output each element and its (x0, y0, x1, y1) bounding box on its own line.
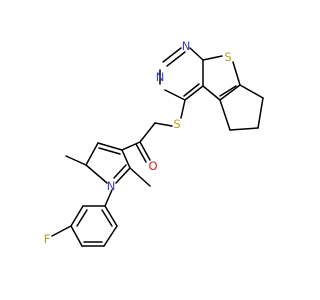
bond (202, 55, 223, 61)
bond (232, 61, 241, 86)
bond (184, 85, 204, 101)
bond (164, 89, 186, 101)
bond (101, 209, 113, 227)
bond (202, 85, 221, 101)
bond (76, 209, 88, 227)
atom-labels: N N S S O N F (44, 39, 232, 246)
bond (121, 149, 131, 169)
bond (51, 225, 72, 237)
bond (70, 225, 83, 247)
bond (154, 122, 173, 127)
atom-label-fluorine: F (44, 232, 51, 246)
bond (139, 122, 156, 143)
bond (115, 167, 131, 184)
bond (98, 147, 121, 155)
bond (166, 51, 186, 67)
thiophene-ring (202, 55, 241, 101)
bond (189, 47, 204, 61)
atom-label-sulfur: S (173, 117, 180, 131)
atom-label-nitrogen: N (182, 39, 191, 53)
pyrrole-ring (65, 142, 151, 187)
bond (113, 164, 127, 179)
cyclopentane-ring (219, 84, 264, 131)
bond (70, 205, 84, 227)
molecule-structure: N N S S O N F (44, 39, 264, 247)
bond (104, 205, 118, 227)
bond (103, 225, 118, 247)
bond (183, 83, 200, 97)
atom-label-nitrogen: N (156, 70, 165, 84)
bond (65, 155, 87, 166)
bond (104, 189, 113, 207)
bond (162, 47, 182, 63)
bond (229, 127, 259, 131)
bond (135, 143, 147, 163)
bond (239, 84, 264, 99)
bond (85, 142, 99, 166)
bond (97, 142, 123, 151)
bond (85, 164, 108, 184)
bond (257, 97, 264, 129)
thioether-linker (121, 99, 186, 163)
atom-label-nitrogen: N (107, 179, 116, 193)
bond (219, 84, 241, 101)
bond (121, 141, 141, 151)
atom-label-oxygen: O (148, 159, 157, 173)
bond (129, 167, 151, 187)
bond (219, 99, 231, 131)
bond (139, 141, 151, 161)
bond (180, 99, 186, 119)
pyrimidine-ring (159, 47, 204, 101)
atom-label-sulfur: S (224, 50, 231, 64)
bond (219, 85, 237, 97)
fluorophenyl-ring (51, 189, 118, 247)
